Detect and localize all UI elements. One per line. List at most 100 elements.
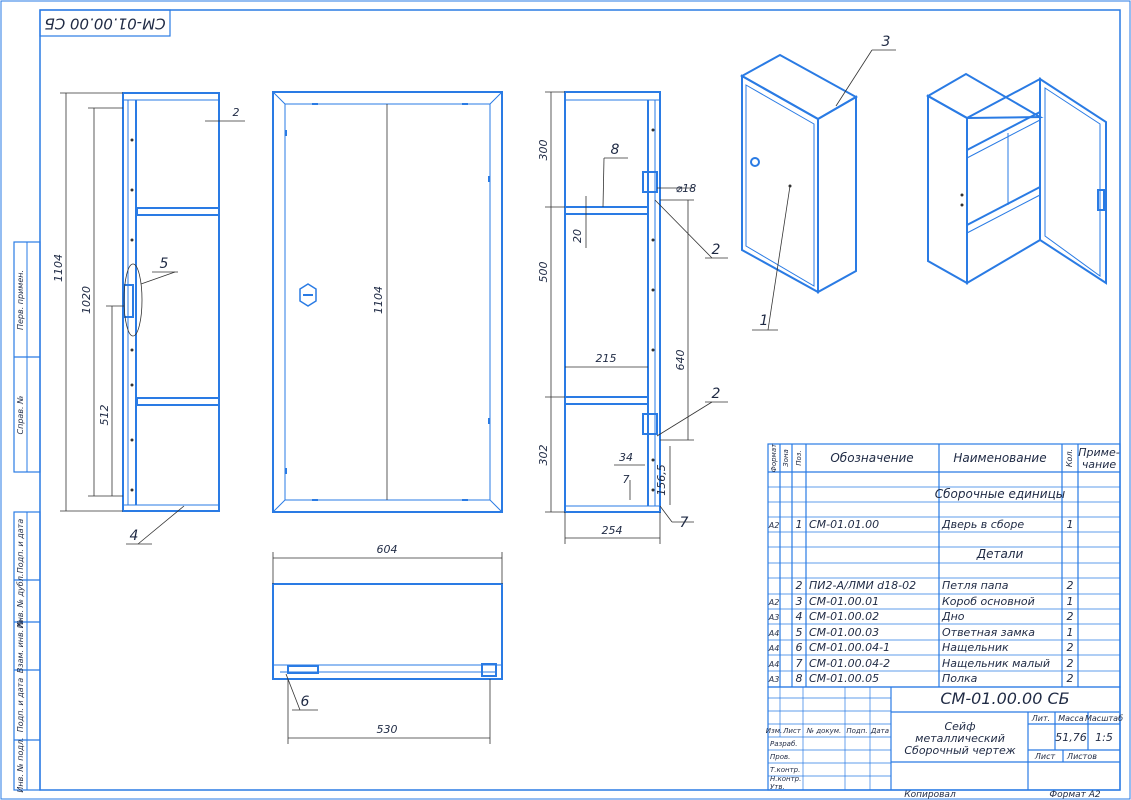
spec-cell-format: А3 xyxy=(768,675,780,684)
title-line-2: металлический xyxy=(915,732,1005,745)
dim-top-width: 604 xyxy=(377,543,398,556)
spec-cell-pos: 3 xyxy=(796,595,803,608)
spec-cell-qty: 2 xyxy=(1067,672,1074,685)
spec-header-designation: Обозначение xyxy=(830,451,913,465)
tb-col-sign: Подп. xyxy=(846,727,867,735)
spec-cell-format: А4 xyxy=(768,644,780,653)
tb-col-change: Изм. xyxy=(766,727,782,735)
dim-bottom-gap: 302 xyxy=(537,445,550,466)
spec-cell-designation: СМ-01.00.05 xyxy=(809,672,879,685)
callout-body: 3 xyxy=(882,34,891,50)
stamp-sign-date-2: Подп. и дата xyxy=(16,678,25,733)
tb-mass-value: 51,76 xyxy=(1055,731,1087,744)
spec-cell-qty: 2 xyxy=(1067,641,1074,654)
dim-hole-diameter: ⌀18 xyxy=(676,182,697,195)
spec-cell-format: А4 xyxy=(768,629,780,638)
dim-shelf-depth: 215 xyxy=(596,352,617,365)
spec-section-assemblies: Сборочные единицы xyxy=(935,487,1065,501)
tb-row-dev: Разраб. xyxy=(770,740,798,748)
tb-mass-label: Масса xyxy=(1058,714,1084,723)
spec-cell-qty: 2 xyxy=(1067,657,1074,670)
spec-header-zone: Зона xyxy=(782,449,790,467)
iso-view-open xyxy=(925,72,1107,285)
callout-latch: 6 xyxy=(301,694,310,710)
dim-height-total: 1104 xyxy=(52,254,65,282)
callout-shelf: 8 xyxy=(611,142,620,158)
section-view: 300 500 302 20 215 640 8 ⌀18 2 2 34 7 15… xyxy=(537,91,728,544)
spec-cell-name: Дно xyxy=(941,610,965,623)
stamp-sign-date-1: Подп. и дата xyxy=(16,519,25,574)
spec-cell-pos: 6 xyxy=(796,641,803,654)
spec-cell-designation: СМ-01.00.04-2 xyxy=(809,657,890,670)
tb-col-date: Дата xyxy=(870,727,889,735)
spec-cell-name: Нащельник xyxy=(942,641,1009,654)
callout-bottom: 4 xyxy=(130,528,139,544)
tb-scale-value: 1:5 xyxy=(1095,731,1113,744)
specification-table: Формат Зона Поз. Обозначение Наименовани… xyxy=(767,443,1121,688)
stamp-orig-inv: Инв. № подл. xyxy=(16,737,25,792)
dim-wall-thickness: 2 xyxy=(233,106,240,119)
dim-depth: 254 xyxy=(602,524,623,537)
spec-cell-name: Короб основной xyxy=(942,595,1035,608)
dim-7: 7 xyxy=(623,473,630,486)
title-line-1: Сейф xyxy=(944,720,975,733)
dim-inner-width: 530 xyxy=(377,723,398,736)
spec-header-note2: чание xyxy=(1082,458,1117,471)
top-view: 604 530 6 xyxy=(272,543,503,744)
spec-cell-designation: СМ-01.00.03 xyxy=(809,626,879,639)
dim-top-gap: 300 xyxy=(537,140,550,161)
spec-header-name: Наименование xyxy=(953,451,1046,465)
spec-cell-qty: 1 xyxy=(1067,595,1074,608)
spec-cell-name: Дверь в сборе xyxy=(941,518,1024,531)
tb-sheet-label: Лист xyxy=(1034,752,1056,761)
spec-cell-qty: 2 xyxy=(1067,579,1074,592)
title-block: СМ-01.00.00 СБ Сейф металлический Сбороч… xyxy=(766,686,1123,791)
spec-cell-format: А2 xyxy=(768,521,780,530)
spec-cell-format: А4 xyxy=(768,660,780,669)
spec-cell-format: А2 xyxy=(768,598,780,607)
dim-shelf-height: 512 xyxy=(98,405,111,426)
title-line-3: Сборочный чертеж xyxy=(904,744,1015,757)
stamp-ref-no: Справ. № xyxy=(16,396,25,435)
tb-row-approve: Утв. xyxy=(770,783,785,791)
dim-middle-gap: 500 xyxy=(537,262,550,283)
callout-door: 1 xyxy=(760,313,769,329)
tb-row-ncontrol: Н.контр. xyxy=(770,775,801,783)
title-code: СМ-01.00.00 СБ xyxy=(940,689,1069,708)
side-view: 1104 1020 512 2 5 4 xyxy=(52,92,245,545)
spec-cell-qty: 2 xyxy=(1067,610,1074,623)
stamp-first-use: Перв. примен. xyxy=(16,270,25,330)
callout-striker: 7 xyxy=(680,515,689,531)
tb-row-check: Пров. xyxy=(770,753,790,761)
spec-cell-format: А3 xyxy=(768,613,780,622)
copied-label: Копировал xyxy=(904,790,956,800)
tb-col-sheet: Лист xyxy=(782,727,802,735)
spec-cell-pos: 4 xyxy=(796,610,803,623)
iso-view-closed: 3 1 xyxy=(739,34,896,331)
spec-cell-pos: 5 xyxy=(796,626,803,639)
dim-shelf-thickness: 20 xyxy=(571,229,584,243)
stamp-dup-inv: Инв. № дубл. xyxy=(16,574,25,629)
lock-keyhole-icon xyxy=(299,283,317,307)
dim-front-height: 1104 xyxy=(372,286,385,314)
dim-hinge-span: 640 xyxy=(674,350,687,371)
tb-sheets-label: Листов xyxy=(1066,752,1097,761)
dim-156: 156,5 xyxy=(655,464,668,496)
spec-cell-pos: 2 xyxy=(796,579,803,592)
spec-cell-designation: СМ-01.00.04-1 xyxy=(809,641,890,654)
spec-header-pos: Поз. xyxy=(795,450,803,466)
callout-lock: 5 xyxy=(160,256,169,272)
tb-scale-label: Масштаб xyxy=(1085,714,1123,723)
spec-cell-qty: 1 xyxy=(1067,518,1074,531)
left-side-stamps: Перв. примен. Справ. № Подп. и дата Инв.… xyxy=(13,241,41,793)
rotated-code-stamp: СМ-01.00.00 СБ xyxy=(39,9,171,37)
dim-height-inner: 1020 xyxy=(80,286,93,314)
callout-hinge-bottom: 2 xyxy=(712,386,721,402)
spec-cell-qty: 1 xyxy=(1067,626,1074,639)
spec-cell-pos: 1 xyxy=(796,518,803,531)
spec-cell-name: Полка xyxy=(942,672,978,685)
front-view: 1104 xyxy=(272,91,503,513)
spec-cell-designation: СМ-01.00.02 xyxy=(809,610,879,623)
